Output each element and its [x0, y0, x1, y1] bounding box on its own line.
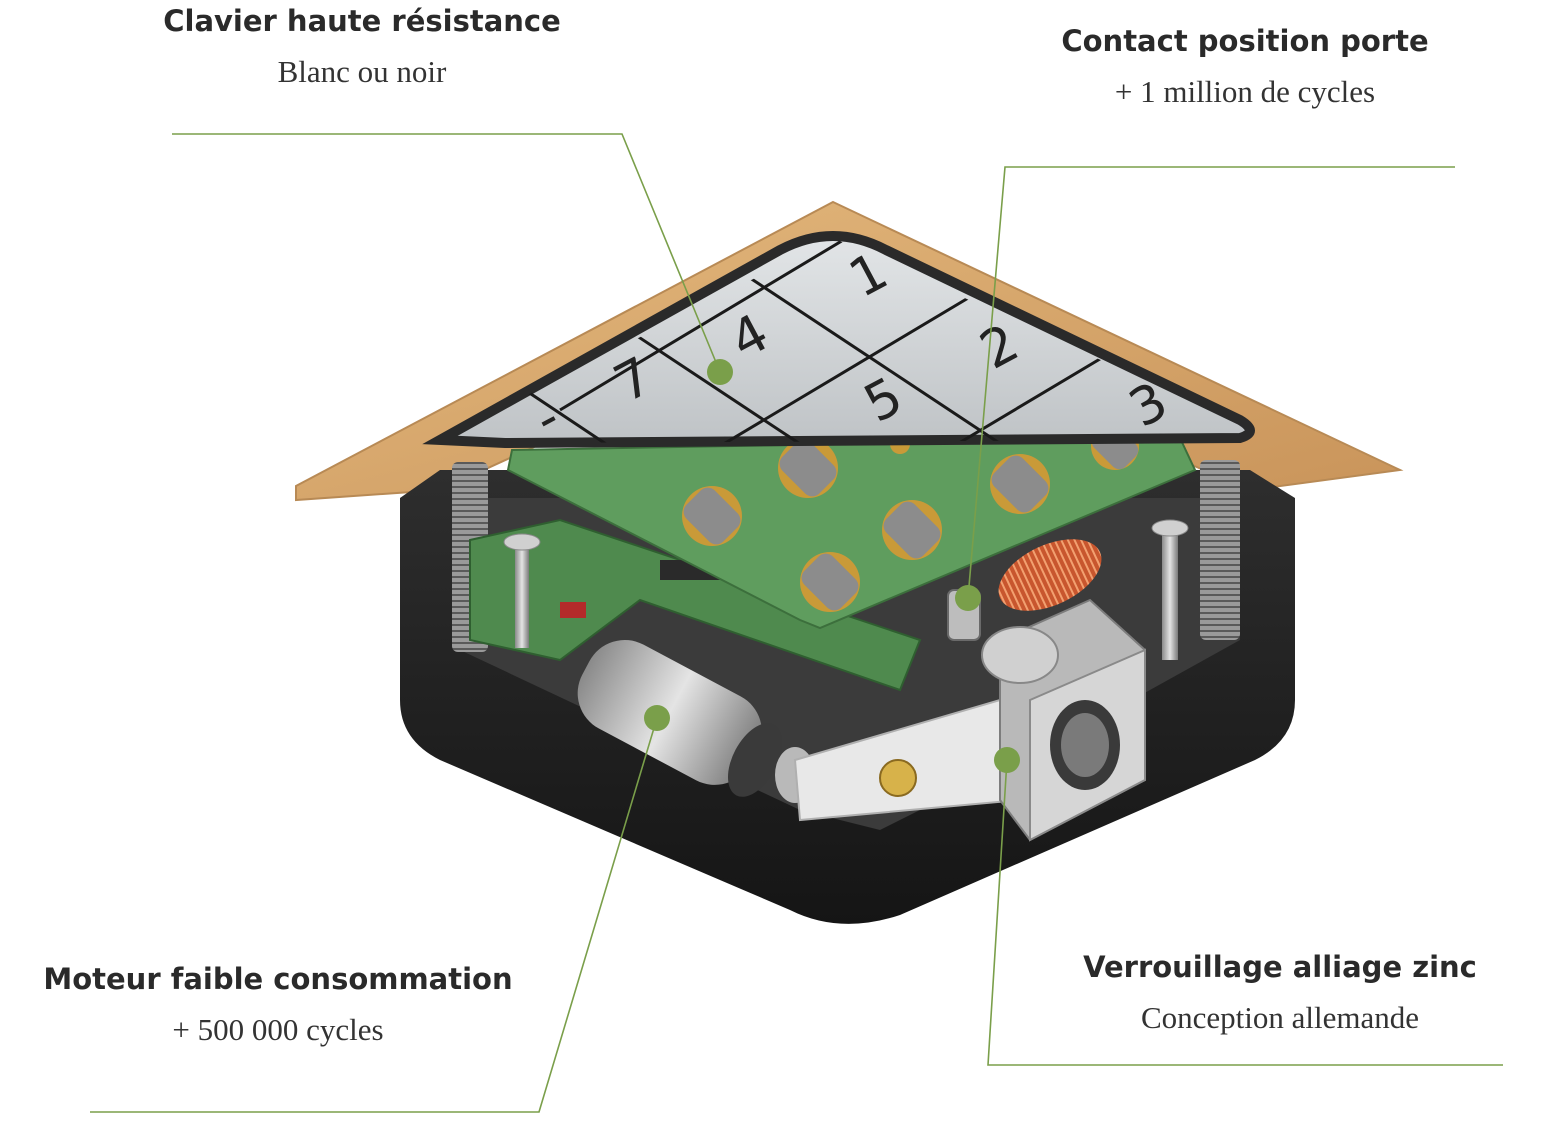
callout-keypad-title: Clavier haute résistance — [163, 4, 561, 38]
right-threaded-post — [1200, 460, 1240, 640]
callout-line-keypad — [172, 133, 721, 373]
screw — [1162, 535, 1178, 660]
screw-head — [1151, 519, 1189, 537]
keypad-grid — [524, 238, 1116, 443]
main-pcb — [469, 518, 922, 692]
callout-line-door-contact — [967, 166, 1455, 599]
callout-motor-subtitle: + 500 000 cycles — [172, 1012, 384, 1047]
screw-head — [503, 533, 541, 551]
callout-lock: Verrouillage alliage zinc Conception all… — [1070, 950, 1490, 1036]
callout-dot — [644, 705, 670, 731]
callout-door-contact-title: Contact position porte — [1061, 24, 1429, 58]
callout-line-lock — [987, 759, 1503, 1066]
lock-coil — [998, 539, 1102, 611]
pcb-chip — [560, 602, 586, 618]
callout-lines — [90, 133, 1503, 1113]
callout-door-contact: Contact position porte + 1 million de cy… — [1040, 24, 1450, 110]
callout-dot — [994, 747, 1020, 773]
callout-lock-subtitle: Conception allemande — [1140, 1000, 1420, 1035]
callout-motor-title: Moteur faible consommation — [43, 962, 513, 996]
callout-keypad: Clavier haute résistance Blanc ou noir — [162, 4, 562, 90]
callout-line-motor — [90, 717, 658, 1113]
zinc-lock-block — [981, 598, 1146, 842]
callout-dot — [955, 585, 981, 611]
callout-lock-title: Verrouillage alliage zinc — [1083, 950, 1477, 984]
screw — [515, 548, 529, 648]
latch-pin — [879, 759, 917, 797]
callout-dots — [644, 359, 1020, 773]
callout-door-contact-subtitle: + 1 million de cycles — [1114, 74, 1376, 109]
callout-dot — [707, 359, 733, 385]
callout-motor: Moteur faible consommation + 500 000 cyc… — [28, 962, 528, 1048]
callout-keypad-subtitle: Blanc ou noir — [277, 54, 447, 89]
